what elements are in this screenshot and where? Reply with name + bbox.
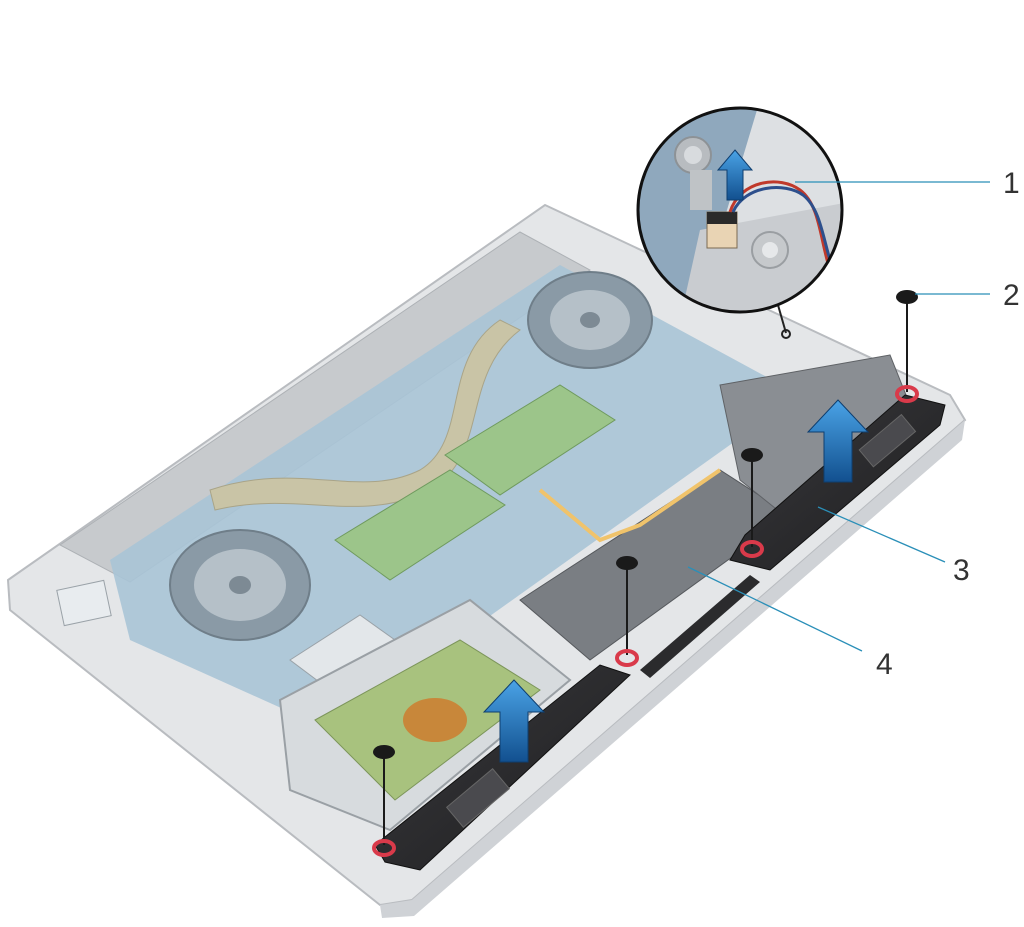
heat-pipe (209, 319, 521, 511)
lift-arrow-left (482, 679, 546, 763)
leader-3 (817, 506, 946, 563)
inset-magnifier (636, 106, 844, 339)
laptop-base (6, 203, 967, 918)
lift-arrow-right (806, 399, 870, 483)
speaker-left (374, 664, 631, 871)
screw-hole-ring (895, 385, 919, 403)
ram-module-2 (334, 469, 506, 581)
screw-center (615, 556, 639, 667)
callout-1: 1 (1003, 167, 1020, 200)
callout-labels: 1 2 3 4 (876, 167, 1020, 681)
wireless-card (56, 579, 112, 627)
hinge-bar (59, 231, 591, 583)
screws (372, 290, 919, 857)
screw-mid-right (740, 448, 764, 558)
inset-pointer-line (777, 304, 787, 334)
speaker-grille-right (858, 413, 917, 468)
ffc-cable (538, 468, 722, 543)
fan-left (169, 529, 311, 641)
callout-3: 3 (953, 554, 970, 587)
speaker-cable-run (640, 575, 760, 678)
speaker-grille-left (445, 768, 511, 828)
callout-2: 2 (1003, 279, 1020, 312)
ram-module-1 (444, 384, 616, 496)
leader-4 (687, 566, 863, 652)
hard-drive (278, 598, 572, 832)
screw-bottom-left (372, 745, 396, 857)
callout-leaders (687, 181, 990, 652)
callout-4: 4 (876, 648, 893, 681)
inset-lift-arrow (716, 149, 754, 201)
fan-right (527, 271, 653, 369)
screw-top-right (895, 290, 919, 403)
speaker-cable (728, 180, 832, 271)
